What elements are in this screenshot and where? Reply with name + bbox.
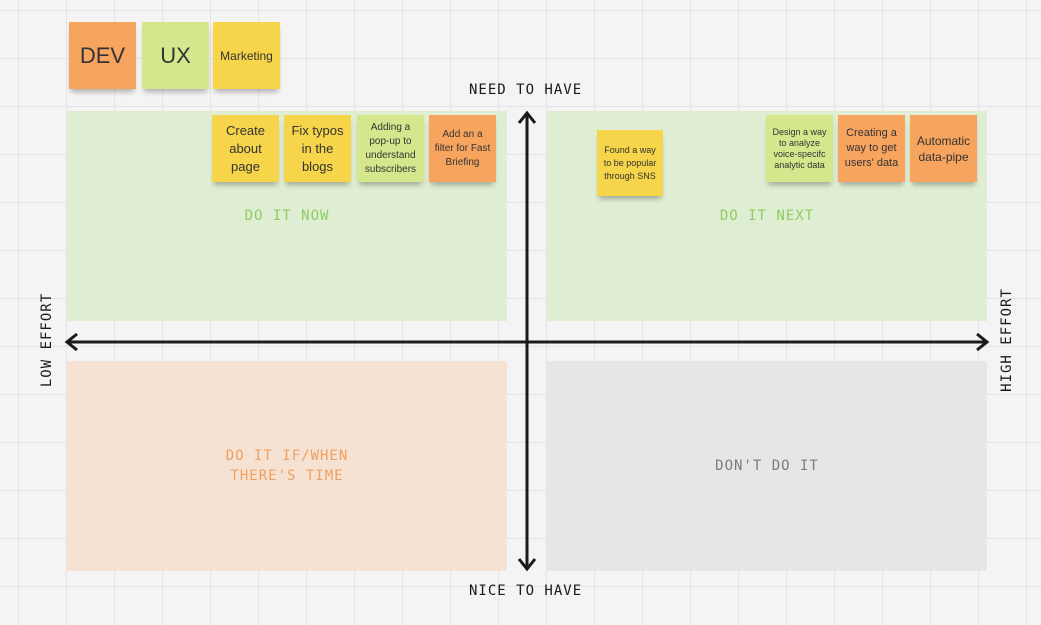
legend-note-ux[interactable]: UX bbox=[142, 22, 209, 89]
quadrant-dont-do-it bbox=[547, 361, 987, 571]
sticky-note-create-about-page[interactable]: Create about page bbox=[212, 115, 279, 182]
sticky-note-users-data[interactable]: Creating a way to get users' data bbox=[838, 115, 905, 182]
legend-note-dev[interactable]: DEV bbox=[69, 22, 136, 89]
sticky-note-fast-briefing-filter[interactable]: Add an a filter for Fast Briefing bbox=[429, 115, 496, 182]
quadrant-label-dont-do-it: DON'T DO IT bbox=[715, 458, 819, 474]
sticky-note-fix-typos[interactable]: Fix typos in the blogs bbox=[284, 115, 351, 182]
sticky-note-voice-analytics[interactable]: Design a way to analyze voice-specifc an… bbox=[766, 115, 833, 182]
quadrant-label-do-it-when-time: DO IT IF/WHEN THERE'S TIME bbox=[225, 448, 349, 484]
sticky-note-pop-up-subscribers[interactable]: Adding a pop-up to understand subscriber… bbox=[357, 115, 424, 182]
axis-label-nice-to-have: NICE TO HAVE bbox=[469, 583, 583, 599]
quadrant-do-it-when-time bbox=[67, 361, 507, 571]
sticky-note-data-pipe[interactable]: Automatic data-pipe bbox=[910, 115, 977, 182]
legend-note-marketing[interactable]: Marketing bbox=[213, 22, 280, 89]
axis-label-low-effort: LOW EFFORT bbox=[39, 292, 55, 388]
quadrant-label-do-it-next: DO IT NEXT bbox=[719, 208, 815, 224]
sticky-note-popular-sns[interactable]: Found a way to be popular through SNS bbox=[597, 130, 663, 196]
axis-label-need-to-have: NEED TO HAVE bbox=[469, 82, 583, 98]
quadrant-label-do-it-now: DO IT NOW bbox=[244, 208, 330, 224]
axis-label-high-effort: HIGH EFFORT bbox=[999, 288, 1015, 392]
